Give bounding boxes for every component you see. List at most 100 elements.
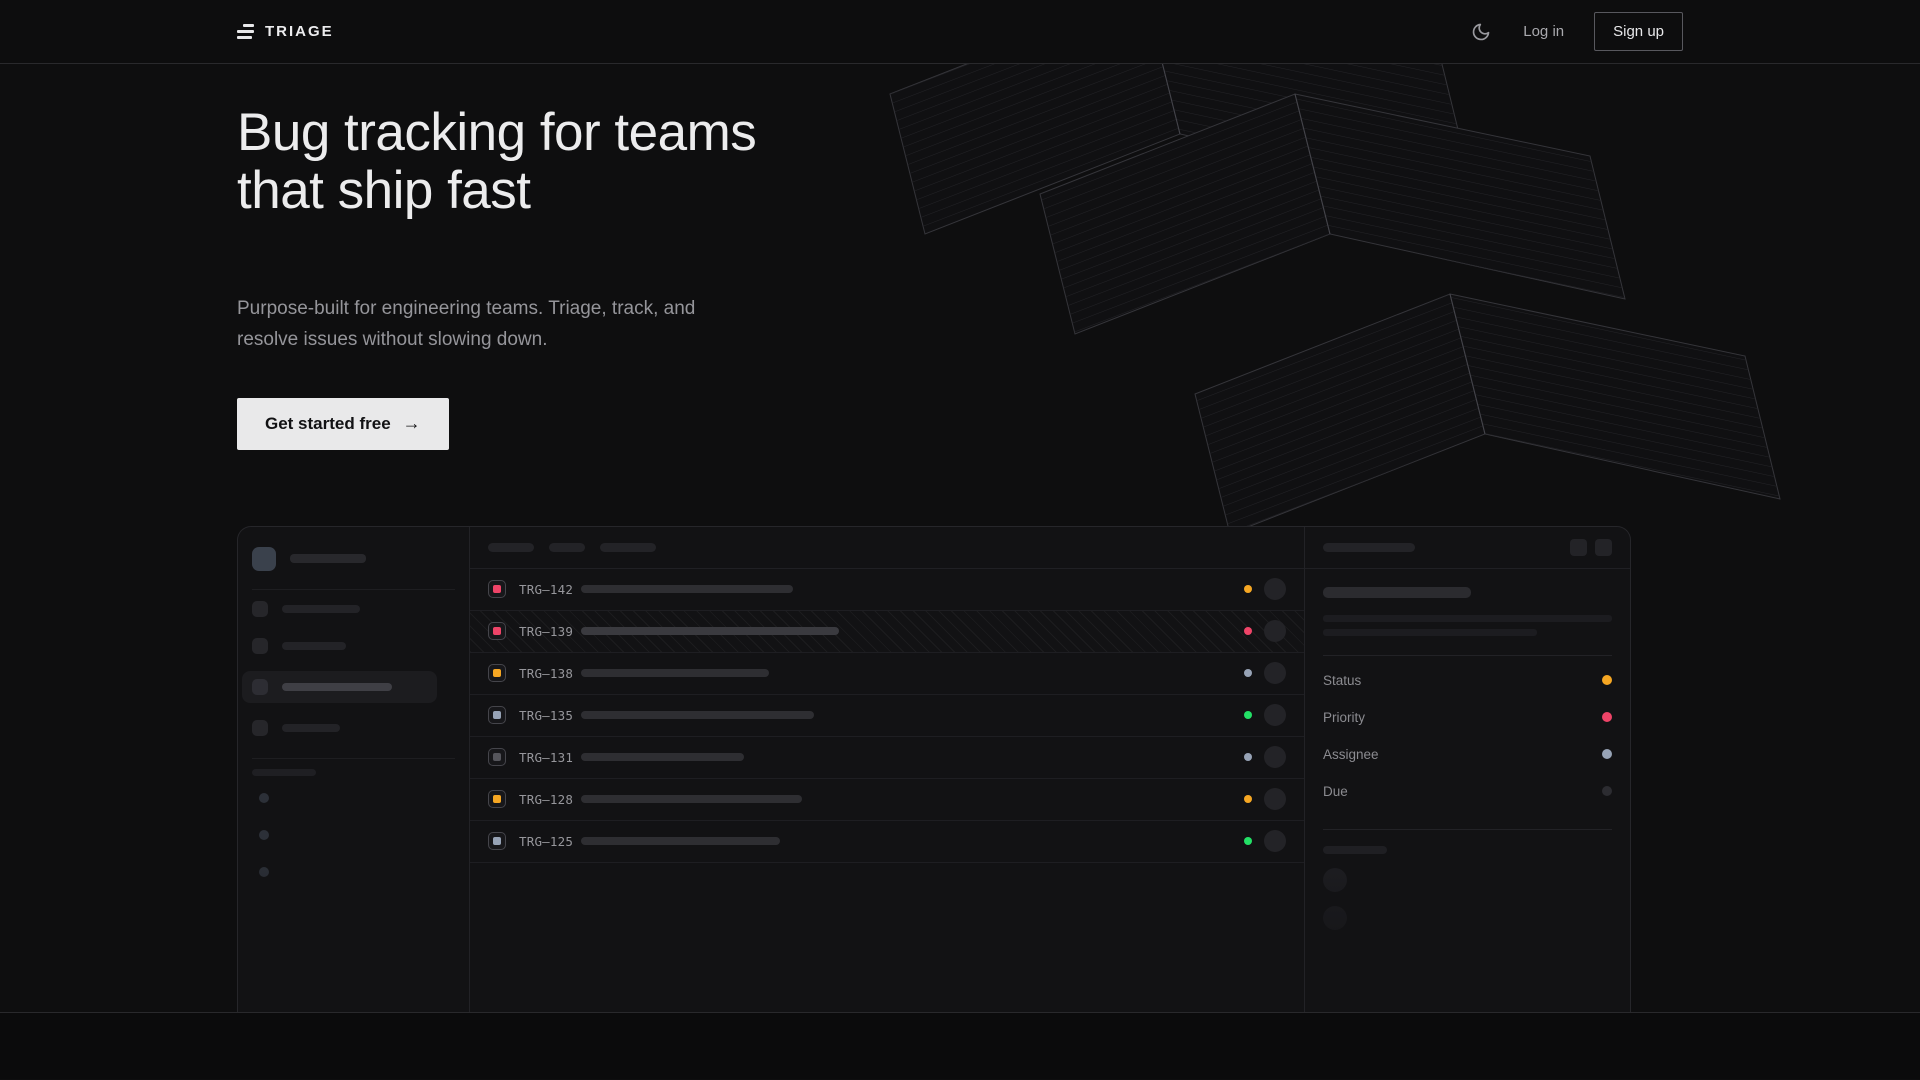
- brand-logo[interactable]: TRIAGE: [237, 23, 334, 40]
- issue-type-icon: [488, 622, 506, 641]
- property-row: Status: [1323, 662, 1612, 699]
- sidebar-dot-list: [252, 792, 455, 877]
- issue-row: TRG–128: [470, 779, 1304, 821]
- property-label: Due: [1323, 783, 1348, 799]
- issue-id: TRG–142: [519, 581, 574, 597]
- app-mockup-card: TRG–142 TRG–139 TRG–138: [237, 525, 1631, 1012]
- assignee-avatar: [1264, 662, 1286, 685]
- mockup-nav-item: [242, 716, 465, 740]
- issue-type-icon: [488, 748, 506, 767]
- status-dot: [1244, 627, 1252, 636]
- login-link[interactable]: Log in: [1523, 23, 1565, 40]
- sidebar-divider: [252, 588, 455, 590]
- assignee-avatar: [1264, 830, 1286, 853]
- detail-divider: [1323, 828, 1612, 830]
- issue-title-skeleton: [581, 669, 769, 678]
- sidebar-divider: [252, 757, 455, 759]
- detail-header: [1305, 527, 1630, 569]
- status-dot: [1244, 753, 1252, 762]
- issue-id: TRG–135: [519, 707, 574, 723]
- issue-row: TRG–131: [470, 737, 1304, 779]
- list-toolbar: [470, 527, 1304, 569]
- issue-id: TRG–128: [519, 791, 574, 807]
- status-dot: [1244, 795, 1252, 804]
- issue-type-icon: [488, 580, 506, 599]
- workspace-name-skeleton: [290, 554, 366, 564]
- sidebar-dot: [259, 829, 269, 840]
- top-navbar: TRIAGE Log in Sign up: [0, 0, 1920, 64]
- issue-row: TRG–125: [470, 821, 1304, 863]
- get-started-button[interactable]: Get started free →: [237, 397, 449, 450]
- issue-title-skeleton: [581, 585, 793, 594]
- detail-properties: Status Priority Assignee Due: [1323, 662, 1612, 810]
- toolbar-filter-skeleton: [549, 542, 585, 552]
- detail-action-button: [1570, 538, 1587, 556]
- issue-title-skeleton: [581, 753, 744, 762]
- comment-avatar: [1323, 905, 1347, 930]
- issue-title-skeleton: [581, 795, 802, 804]
- comment-avatar: [1323, 867, 1347, 892]
- assignee-avatar: [1264, 746, 1286, 769]
- property-label: Assignee: [1323, 746, 1379, 762]
- get-started-label: Get started free: [265, 413, 391, 433]
- activity-label-skeleton: [1323, 845, 1387, 854]
- issue-id: TRG–139: [519, 623, 574, 639]
- signup-button[interactable]: Sign up: [1594, 12, 1683, 51]
- property-row: Due: [1323, 773, 1612, 810]
- arrow-right-icon: →: [402, 413, 421, 434]
- issue-type-icon: [488, 790, 506, 809]
- detail-divider: [1323, 654, 1612, 656]
- detail-header-skeleton: [1323, 542, 1415, 552]
- mockup-nav-item: [242, 634, 465, 658]
- issue-row-selected: TRG–139: [470, 610, 1304, 653]
- moon-icon[interactable]: [1471, 21, 1493, 43]
- workspace-avatar: [252, 546, 276, 571]
- status-dot: [1244, 669, 1252, 678]
- sidebar-section-label-skeleton: [252, 768, 316, 776]
- toolbar-filter-skeleton: [488, 542, 534, 552]
- issue-id: TRG–131: [519, 749, 574, 765]
- assignee-avatar: [1264, 620, 1286, 643]
- property-value-dot: [1602, 675, 1612, 686]
- issue-type-icon: [488, 706, 506, 725]
- hero-title: Bug tracking for teams that ship fast: [237, 103, 1920, 221]
- property-label: Priority: [1323, 709, 1366, 725]
- detail-description-skeleton: [1323, 628, 1537, 636]
- issue-type-icon: [488, 832, 506, 851]
- detail-action-button: [1595, 538, 1612, 556]
- detail-description-skeleton: [1323, 614, 1612, 622]
- issue-row: TRG–138: [470, 653, 1304, 695]
- issue-type-icon: [488, 664, 506, 683]
- mockup-workspace-row: [252, 546, 455, 571]
- mockup-detail-panel: Status Priority Assignee Due: [1304, 526, 1630, 1012]
- status-dot: [1244, 585, 1252, 594]
- assignee-avatar: [1264, 578, 1286, 601]
- property-value-dot: [1602, 712, 1612, 723]
- brand-name: TRIAGE: [265, 23, 334, 40]
- footer: [0, 1013, 1920, 1079]
- hero-section: Bug tracking for teams that ship fast Pu…: [0, 64, 1920, 1013]
- property-value-dot: [1602, 786, 1612, 797]
- mockup-sidebar: [238, 526, 470, 1012]
- property-value-dot: [1602, 749, 1612, 760]
- mockup-issue-list: TRG–142 TRG–139 TRG–138: [470, 527, 1304, 1012]
- issue-title-skeleton: [581, 837, 780, 846]
- property-row: Assignee: [1323, 736, 1612, 773]
- issue-title-skeleton: [581, 627, 839, 636]
- nav-actions: Log in Sign up: [1471, 12, 1683, 51]
- sidebar-dot: [259, 866, 269, 877]
- mockup-nav-item-active: [242, 670, 437, 703]
- hero-title-line2: that ship fast: [237, 161, 531, 221]
- mockup-nav-item: [242, 597, 465, 621]
- detail-title-skeleton: [1323, 586, 1471, 598]
- property-row: Priority: [1323, 699, 1612, 736]
- hero-title-line1: Bug tracking for teams: [237, 103, 757, 162]
- assignee-avatar: [1264, 704, 1286, 727]
- issue-row: TRG–142: [470, 569, 1304, 611]
- toolbar-filter-skeleton: [600, 542, 656, 552]
- issue-title-skeleton: [581, 711, 814, 720]
- detail-body: Status Priority Assignee Due: [1305, 586, 1630, 930]
- assignee-avatar: [1264, 788, 1286, 811]
- triage-bars-icon: [237, 24, 254, 39]
- property-label: Status: [1323, 672, 1362, 688]
